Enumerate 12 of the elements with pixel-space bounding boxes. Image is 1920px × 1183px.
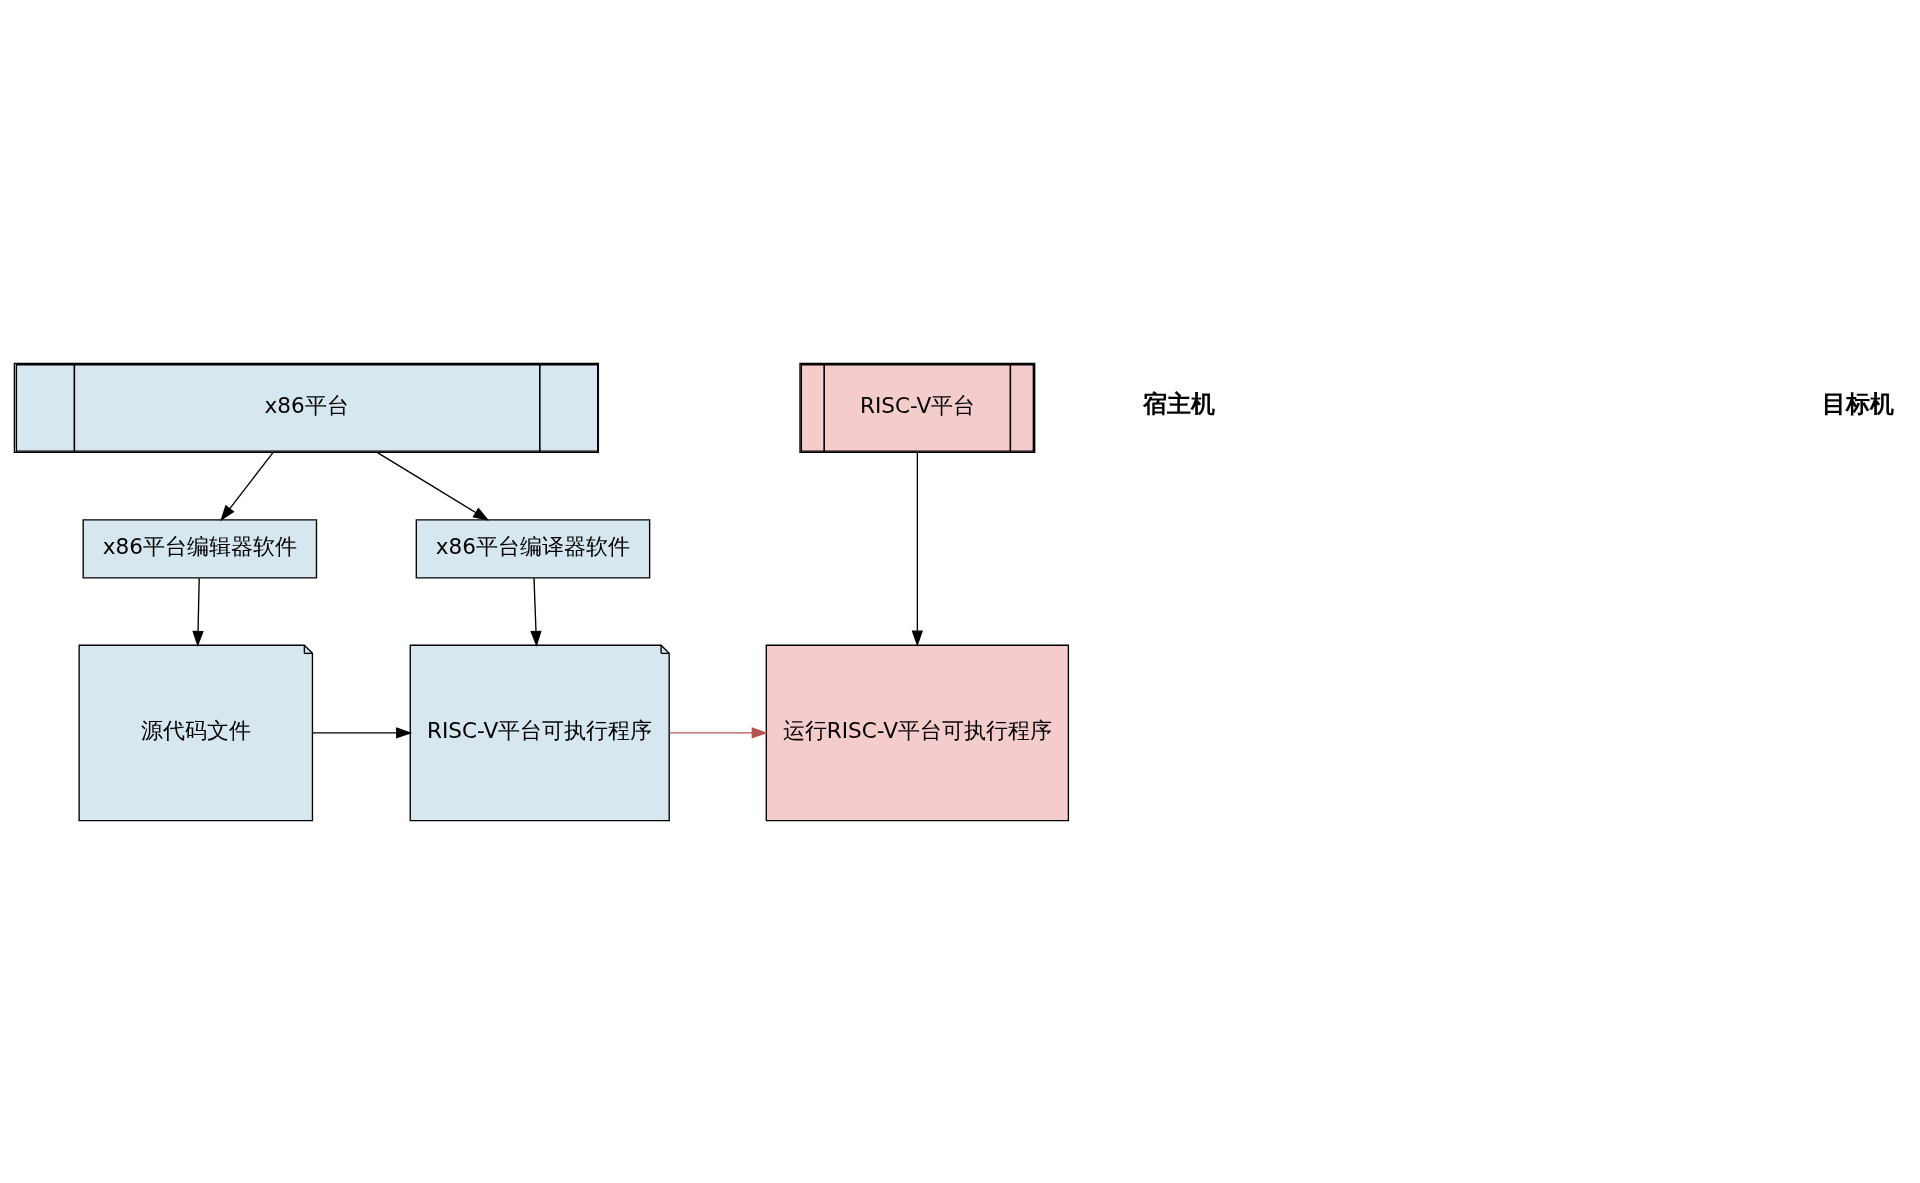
label: 目标机 xyxy=(1821,388,1894,418)
arrow xyxy=(376,451,489,521)
node-box: x86平台编译器软件 xyxy=(415,518,650,578)
arrow xyxy=(219,451,274,521)
label: 宿主机 xyxy=(1142,388,1215,418)
arrow xyxy=(668,726,768,739)
arrow xyxy=(529,576,542,647)
arrow xyxy=(311,726,412,739)
arrow xyxy=(191,576,204,647)
node-box: x86平台编辑器软件 xyxy=(82,518,317,578)
node-box: 运行RISC-V平台可执行程序 xyxy=(765,644,1069,821)
arrow xyxy=(911,451,923,647)
